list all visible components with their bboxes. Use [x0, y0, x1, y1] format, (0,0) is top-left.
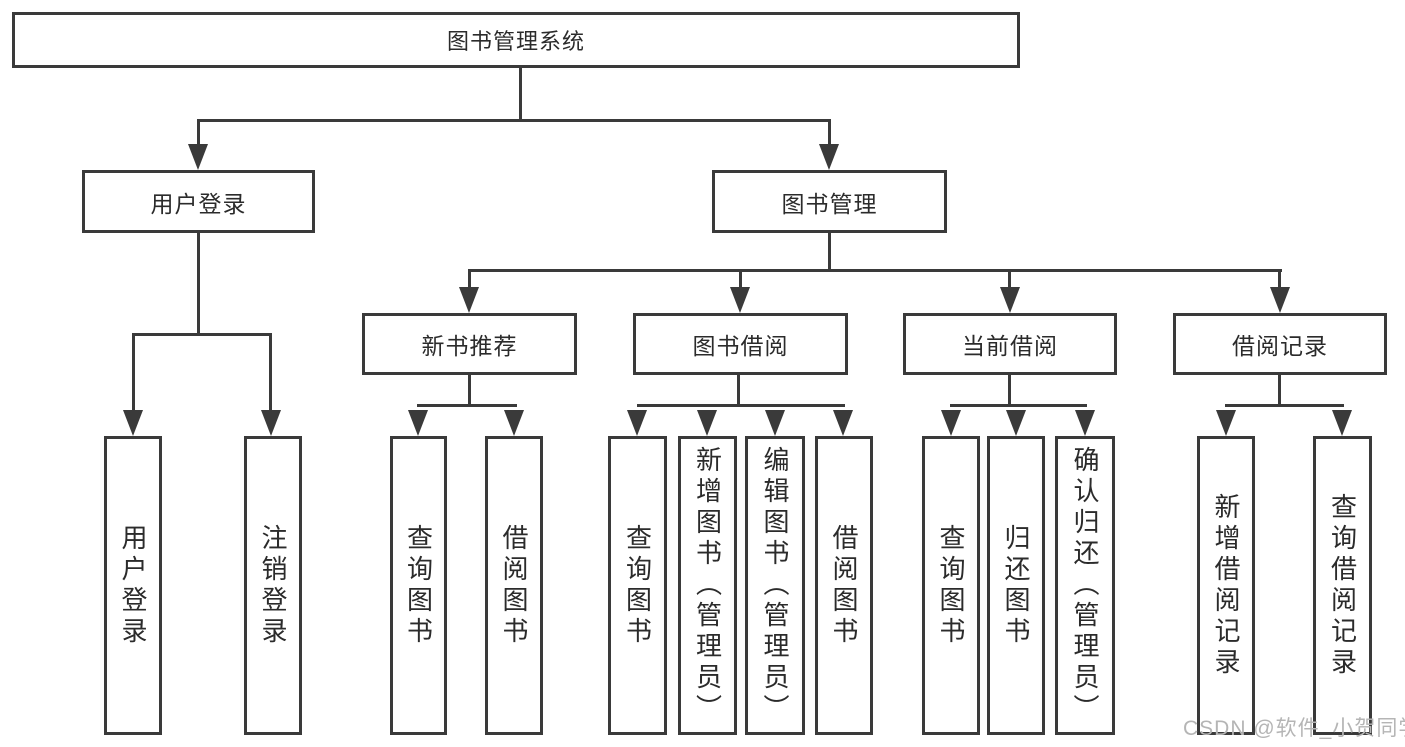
- connector-user-login-horizontal: [132, 333, 272, 336]
- arrowhead-borrow-query: [627, 410, 647, 436]
- arrowhead-current: [1000, 287, 1020, 313]
- arrowhead-current-query: [941, 410, 961, 436]
- arrowhead-book-management: [819, 144, 839, 170]
- leaf-current-query-book: 查询图书: [922, 436, 980, 735]
- connector-drop-current: [1008, 269, 1011, 289]
- leaf-user-login: 用户登录: [104, 436, 162, 735]
- node-book-borrow: 图书借阅: [633, 313, 848, 375]
- connector-recommend-horizontal: [417, 404, 517, 407]
- leaf-recommend-borrow-book: 借阅图书: [485, 436, 543, 735]
- node-user-login: 用户登录: [82, 170, 315, 233]
- connector-current-stem: [1008, 375, 1011, 406]
- leaf-record-query-borrow-record: 查询借阅记录: [1313, 436, 1372, 735]
- leaf-current-return-book: 归还图书: [987, 436, 1045, 735]
- arrowhead-borrow-add: [697, 410, 717, 436]
- arrowhead-recommend: [459, 287, 479, 313]
- arrowhead-logout-leaf: [261, 410, 281, 436]
- connector-drop-recommend: [468, 269, 471, 289]
- leaf-borrow-edit-book-admin: 编辑图书（管理员）: [745, 436, 805, 735]
- arrowhead-record-query: [1332, 410, 1352, 436]
- connector-level2-horizontal: [197, 119, 831, 122]
- connector-record-horizontal: [1225, 404, 1344, 407]
- csdn-watermark: CSDN @软件_小贺同学: [1183, 717, 1405, 740]
- arrowhead-recommend-borrow: [504, 410, 524, 436]
- arrowhead-current-return: [1006, 410, 1026, 436]
- leaf-borrow-add-book-admin: 新增图书（管理员）: [678, 436, 737, 735]
- arrowhead-borrow: [730, 287, 750, 313]
- connector-book-management-stem: [828, 233, 831, 272]
- node-book-management: 图书管理: [712, 170, 947, 233]
- arrowhead-recommend-query: [408, 410, 428, 436]
- connector-current-horizontal: [950, 404, 1087, 407]
- connector-user-login-stem: [197, 233, 200, 336]
- arrowhead-record-add: [1216, 410, 1236, 436]
- arrowhead-record: [1270, 287, 1290, 313]
- connector-drop-book-management: [828, 119, 831, 146]
- connector-drop-record: [1278, 269, 1281, 289]
- connector-root-trunk: [519, 68, 522, 122]
- connector-level3-horizontal: [468, 269, 1282, 272]
- leaf-current-confirm-return-admin: 确认归还（管理员）: [1055, 436, 1115, 735]
- arrowhead-borrow-borrow: [833, 410, 853, 436]
- leaf-borrow-borrow-book: 借阅图书: [815, 436, 873, 735]
- connector-drop-user-login: [197, 119, 200, 146]
- arrowhead-login-leaf: [123, 410, 143, 436]
- connector-drop-borrow: [739, 269, 742, 289]
- leaf-recommend-query-book: 查询图书: [390, 436, 447, 735]
- arrowhead-borrow-edit: [765, 410, 785, 436]
- node-new-book-recommend: 新书推荐: [362, 313, 577, 375]
- connector-borrow-stem: [737, 375, 740, 406]
- leaf-logout: 注销登录: [244, 436, 302, 735]
- connector-borrow-horizontal: [637, 404, 845, 407]
- connector-drop-login-leaf: [132, 333, 135, 412]
- arrowhead-user-login: [188, 144, 208, 170]
- connector-recommend-stem: [468, 375, 471, 406]
- node-borrow-record: 借阅记录: [1173, 313, 1387, 375]
- arrowhead-current-confirm: [1075, 410, 1095, 436]
- node-current-borrow: 当前借阅: [903, 313, 1117, 375]
- connector-drop-logout-leaf: [269, 333, 272, 412]
- node-library-management-system: 图书管理系统: [12, 12, 1020, 68]
- connector-record-stem: [1278, 375, 1281, 406]
- leaf-record-add-borrow-record: 新增借阅记录: [1197, 436, 1255, 735]
- leaf-borrow-query-book: 查询图书: [608, 436, 667, 735]
